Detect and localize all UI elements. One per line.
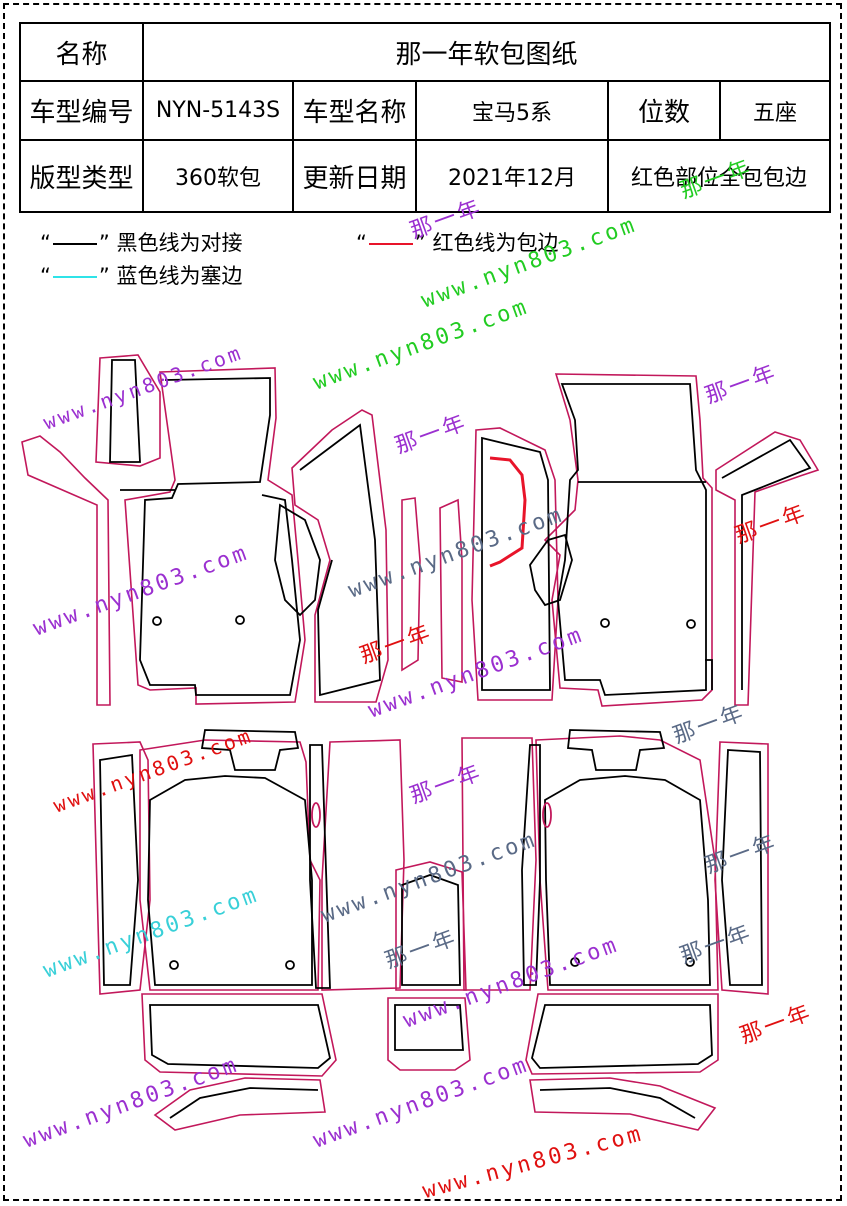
trunk-center-piece [387, 997, 471, 1071]
rear-left-tunnel-strip [309, 744, 331, 989]
rear-left-mat-inner [147, 775, 313, 986]
legend-cyan: “ ” 蓝色线为塞边 [40, 262, 242, 290]
front-right-sill-inner [721, 438, 812, 690]
date-label: 更新日期 [292, 139, 417, 213]
legend-cyan-text: 蓝色线为塞边 [116, 264, 243, 288]
model-name-label: 车型名称 [292, 80, 417, 141]
page-dashed-border [3, 3, 842, 1201]
rear-right-floor-mat [535, 735, 719, 991]
front-right-floor-mat [543, 373, 713, 707]
quote-close: ” [98, 231, 110, 255]
front-center-strip-2 [439, 498, 463, 683]
quote-open: “ [356, 231, 367, 255]
front-left-pedal-cutout [274, 503, 321, 617]
trunk-left-arch [153, 1077, 326, 1131]
rear-left-sill-inner [99, 753, 139, 986]
front-left-mat-inner [139, 377, 301, 696]
rear-left-door-sill-piece [92, 741, 151, 995]
drawing-title: 那一年软包图纸 [141, 22, 832, 82]
trunk-right-inner [531, 1004, 713, 1069]
rear-left-center-panel [321, 739, 405, 991]
info-table: 名称 那一年软包图纸 车型编号 NYN-5143S 车型名称 宝马5系 位数 五… [19, 22, 832, 213]
front-left-tunnel-inner [299, 423, 381, 697]
anchor-hole [686, 619, 696, 629]
front-left-tunnel-side [291, 409, 389, 703]
anchor-hole [152, 616, 162, 626]
front-left-pillar-piece [95, 354, 161, 467]
front-left-door-sill-piece [21, 435, 111, 706]
rear-right-mat-inner [544, 775, 711, 986]
quote-close: ” [98, 264, 110, 288]
rear-left-mat-notch [200, 729, 300, 771]
trunk-left-piece [141, 993, 337, 1077]
legend-black-text: 黑色线为对接 [116, 231, 243, 255]
legend-red-text: 红色线为包边 [432, 231, 559, 255]
trunk-right-arch-inner [539, 1087, 696, 1119]
rear-center-hump-inner [401, 874, 461, 986]
anchor-hole [169, 960, 179, 970]
note-value: 红色部位全包包边 [606, 139, 832, 213]
anchor-hole [285, 960, 295, 970]
model-name-value: 宝马5系 [415, 80, 609, 141]
legend-red: “ ” 红色线为包边 [356, 229, 558, 257]
front-left-floor-mat [124, 367, 306, 705]
seats-value: 五座 [718, 80, 832, 141]
rear-right-mat-notch [567, 729, 666, 771]
front-right-tunnel-inner [481, 436, 551, 691]
rear-center-hump [395, 861, 467, 991]
rear-left-floor-mat [139, 739, 321, 991]
type-label: 版型类型 [19, 139, 144, 213]
front-center-strip-1 [401, 497, 421, 672]
trunk-left-arch-inner [169, 1087, 319, 1119]
trunk-right-piece [525, 993, 719, 1075]
legend-black: “ ” 黑色线为对接 [40, 229, 242, 257]
trunk-right-arch [529, 1077, 717, 1131]
front-right-door-sill-piece [715, 431, 820, 706]
model-code-value: NYN-5143S [142, 80, 294, 141]
anchor-hole [235, 615, 245, 625]
red-line-swatch [368, 243, 413, 245]
front-right-mat-inner [557, 383, 707, 696]
quote-close: ” [414, 231, 426, 255]
red-binding-strip [489, 456, 527, 568]
trunk-center-inner [394, 1004, 464, 1051]
front-left-pillar-inner [109, 359, 141, 463]
rear-right-door-sill-piece [714, 741, 769, 995]
quote-open: “ [40, 231, 51, 255]
anchor-hole [600, 618, 610, 628]
slot-cutout [311, 802, 321, 828]
slot-cutout [542, 802, 552, 828]
anchor-hole [685, 957, 695, 967]
model-code-label: 车型编号 [19, 80, 144, 141]
rear-right-tunnel-strip [521, 744, 541, 986]
date-value: 2021年12月 [415, 139, 609, 213]
black-line-swatch [52, 243, 97, 245]
quote-open: “ [40, 264, 51, 288]
front-right-sill-tab [705, 659, 713, 690]
seats-label: 位数 [607, 80, 721, 141]
name-label: 名称 [19, 22, 144, 82]
anchor-hole [570, 957, 580, 967]
rear-right-sill-inner [721, 749, 763, 986]
rear-right-center-panel [461, 737, 537, 991]
type-value: 360软包 [142, 139, 294, 213]
front-right-pedal-cutout [529, 533, 573, 607]
trunk-left-inner [149, 1004, 331, 1069]
cyan-line-swatch [52, 276, 97, 278]
